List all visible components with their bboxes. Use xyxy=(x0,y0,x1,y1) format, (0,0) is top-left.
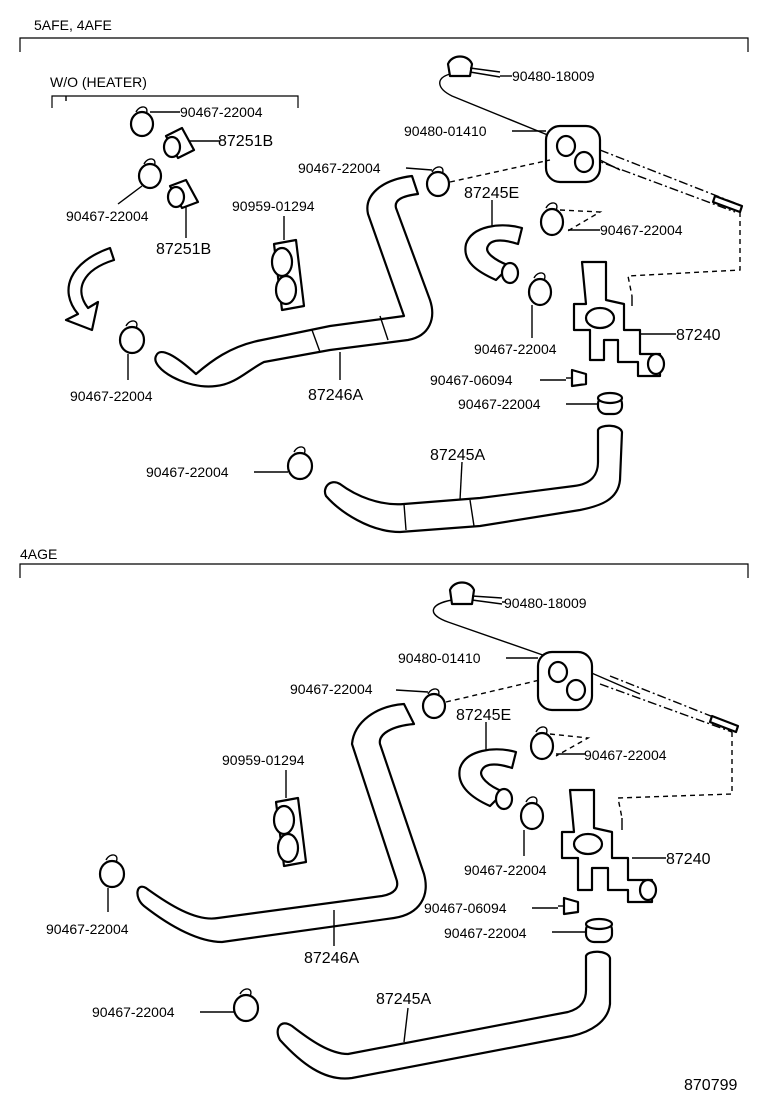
label-t-90467-22004-d: 90467-22004 xyxy=(600,222,683,238)
section-title-top: 5AFE, 4AFE xyxy=(34,17,112,33)
dash-b2 xyxy=(549,733,591,757)
spacer-icon xyxy=(270,238,306,312)
section-bracket-bottom xyxy=(19,563,749,578)
clamp-icon xyxy=(137,158,163,190)
leader-b3 xyxy=(395,689,429,693)
hose-seam xyxy=(311,329,321,353)
dash-t2 xyxy=(559,209,603,233)
label-b-90467-06094: 90467-06094 xyxy=(424,900,507,916)
label-b-90467-22004-c: 90467-22004 xyxy=(464,862,547,878)
variant-bracket xyxy=(51,95,299,108)
label-t-87251b-b: 87251B xyxy=(156,241,211,258)
label-t-87245e: 87245E xyxy=(464,185,519,202)
clamp-icon xyxy=(519,796,545,831)
clamp-icon xyxy=(529,726,555,761)
label-t-90480-01410: 90480-01410 xyxy=(404,123,487,139)
leader-t17 xyxy=(459,461,463,501)
bolt-icon xyxy=(558,896,580,916)
hose-end xyxy=(494,787,514,811)
hose-seam xyxy=(379,315,389,341)
clamp-icon xyxy=(232,988,260,1023)
label-b-90467-22004-f: 90467-22004 xyxy=(92,1004,175,1020)
hose-87246a-bottom xyxy=(136,702,427,944)
leader-t7 xyxy=(405,167,433,171)
clamp-icon xyxy=(527,272,553,307)
label-t-90467-22004-b: 90467-22004 xyxy=(66,208,149,224)
grommet-top xyxy=(544,124,602,184)
label-t-90467-22004-c: 90467-22004 xyxy=(298,160,381,176)
clamp-icon xyxy=(129,106,155,138)
hose-87245a-bottom xyxy=(276,950,612,1080)
control-cable-bottom xyxy=(432,581,740,734)
label-t-90480-18009: 90480-18009 xyxy=(512,68,595,84)
label-b-90480-18009: 90480-18009 xyxy=(504,595,587,611)
label-t-90467-22004-f: 90467-22004 xyxy=(458,396,541,412)
label-t-90467-22004-g: 90467-22004 xyxy=(70,388,153,404)
hose-87245a-top xyxy=(323,424,624,534)
label-t-90467-22004-a: 90467-22004 xyxy=(180,104,263,120)
dash-b1 xyxy=(445,679,541,703)
hose-seam xyxy=(469,499,475,527)
clamp-icon xyxy=(421,688,447,720)
hose-icon xyxy=(166,178,200,210)
label-t-90467-22004-h: 90467-22004 xyxy=(146,464,229,480)
hose-icon xyxy=(162,126,196,160)
water-valve-top xyxy=(572,260,666,378)
water-valve-bottom xyxy=(560,788,658,904)
clamp-icon xyxy=(539,202,565,237)
grommet-bottom xyxy=(536,650,594,712)
label-b-87240: 87240 xyxy=(666,851,711,868)
label-b-90467-22004-b: 90467-22004 xyxy=(584,747,667,763)
label-t-90467-22004-e: 90467-22004 xyxy=(474,341,557,357)
label-b-90480-01410: 90480-01410 xyxy=(398,650,481,666)
label-t-90959-01294: 90959-01294 xyxy=(232,198,315,214)
variant-label: W/O (HEATER) xyxy=(50,74,147,90)
clamp-icon xyxy=(286,446,314,481)
leader-t5 xyxy=(117,185,143,205)
label-t-87245a: 87245A xyxy=(430,447,485,464)
label-b-90959-01294: 90959-01294 xyxy=(222,752,305,768)
dash-b3 xyxy=(617,732,733,819)
dash-t1 xyxy=(449,159,551,183)
spacer-icon xyxy=(272,796,308,868)
figure-number: 870799 xyxy=(684,1077,737,1094)
leader-b13 xyxy=(403,1007,409,1043)
clamp-icon xyxy=(425,166,451,198)
label-b-87245e: 87245E xyxy=(456,707,511,724)
clamp-icon xyxy=(118,320,146,355)
hose-end xyxy=(500,261,520,285)
section-title-bottom: 4AGE xyxy=(20,546,57,562)
clamp-icon xyxy=(596,391,624,416)
arrow-icon xyxy=(64,246,116,332)
label-b-87246a: 87246A xyxy=(304,950,359,967)
section-bracket-top xyxy=(19,37,749,52)
clamp-icon xyxy=(98,854,126,889)
label-t-87240: 87240 xyxy=(676,327,721,344)
label-t-87251b-a: 87251B xyxy=(218,133,273,150)
label-b-87245a: 87245A xyxy=(376,991,431,1008)
label-t-90467-06094: 90467-06094 xyxy=(430,372,513,388)
label-b-90467-22004-d: 90467-22004 xyxy=(46,921,129,937)
label-b-90467-22004-a: 90467-22004 xyxy=(290,681,373,697)
label-t-87246a: 87246A xyxy=(308,387,363,404)
bolt-icon xyxy=(566,368,588,388)
label-b-90467-22004-e: 90467-22004 xyxy=(444,925,527,941)
hose-seam xyxy=(403,503,407,531)
clamp-icon xyxy=(584,917,614,944)
dash-t3 xyxy=(627,212,741,297)
hose-87246a-top xyxy=(154,174,434,388)
